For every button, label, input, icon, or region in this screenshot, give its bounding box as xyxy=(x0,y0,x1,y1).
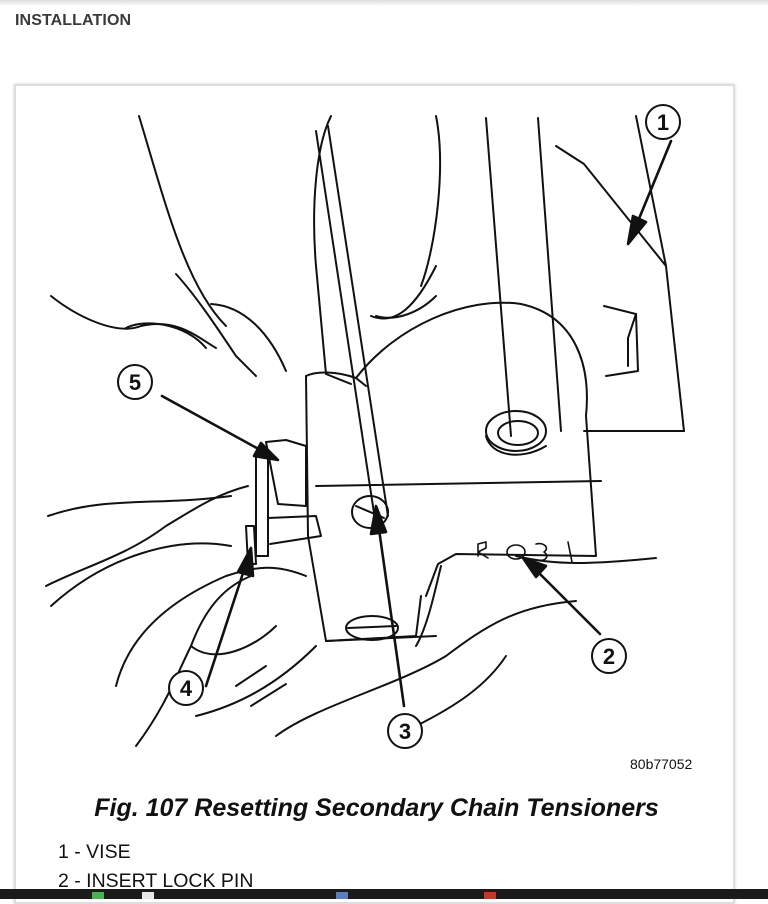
callout-1-label: 1 xyxy=(657,110,669,135)
figure-caption: Fig. 107 Resetting Secondary Chain Tensi… xyxy=(94,794,659,822)
figure-reference-code: 80b77052 xyxy=(630,756,693,772)
callout-circles: 1 2 3 4 5 xyxy=(117,104,681,749)
vise-drawing xyxy=(485,115,685,437)
hand-top-drawing xyxy=(50,115,442,385)
callout-1: 1 xyxy=(645,104,681,140)
app-icon-blue[interactable] xyxy=(336,892,348,899)
callout-3-label: 3 xyxy=(399,719,411,744)
callout-2: 2 xyxy=(591,638,627,674)
figure-frame: 1 2 3 4 5 80b77052 Fig. 107 Resetting Se… xyxy=(14,84,735,904)
section-heading: INSTALLATION xyxy=(15,12,132,29)
top-shadow-bar xyxy=(0,0,768,6)
app-icon-white[interactable] xyxy=(142,892,154,899)
figure-legend: 1 - VISE 2 - INSERT LOCK PIN xyxy=(58,838,253,896)
tensioner-body-drawing xyxy=(305,125,602,647)
legend-item: 2 - INSERT LOCK PIN xyxy=(58,870,254,892)
callout-5: 5 xyxy=(117,364,153,400)
callout-2-label: 2 xyxy=(603,644,615,669)
legend-item: 1 - VISE xyxy=(58,841,131,863)
stamped-marks xyxy=(477,541,573,563)
app-icon-red[interactable] xyxy=(484,892,496,899)
callout-arrows xyxy=(160,139,673,708)
callout-3: 3 xyxy=(387,713,423,749)
hand-bottom-drawing xyxy=(45,485,657,747)
callout-4: 4 xyxy=(168,670,204,706)
callout-4-label: 4 xyxy=(180,676,193,701)
taskbar xyxy=(0,889,768,899)
callout-5-label: 5 xyxy=(129,370,141,395)
app-icon-green[interactable] xyxy=(92,892,104,899)
tensioner-illustration xyxy=(45,115,685,747)
